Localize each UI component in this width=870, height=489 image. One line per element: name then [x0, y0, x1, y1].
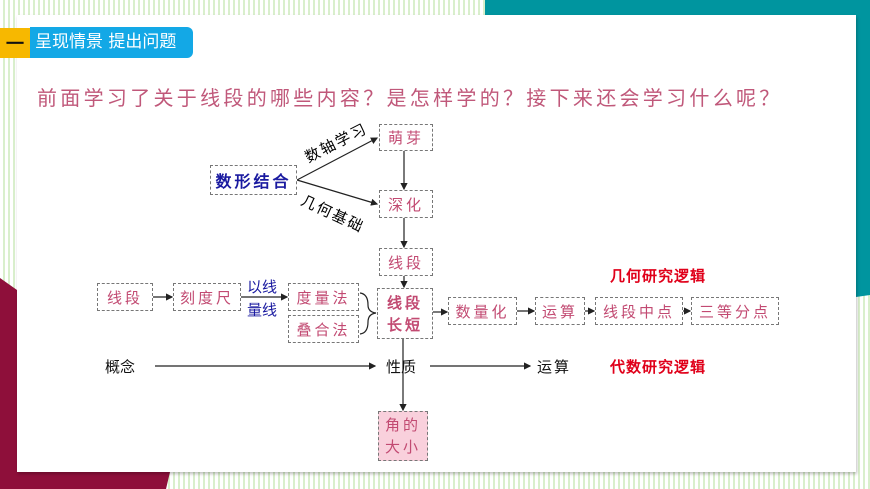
jiao-line1: 角的 [384, 416, 421, 434]
label-yunsuan: 运算 [537, 358, 572, 376]
box-xianduan-top: 线段 [379, 248, 433, 276]
section-title: 呈现情景 提出问题 [30, 27, 193, 58]
label-alg-logic: 代数研究逻辑 [610, 358, 707, 376]
box-sandeng: 三等分点 [691, 297, 779, 325]
box-kedu: 刻度尺 [173, 283, 241, 311]
jiao-line2: 大小 [384, 438, 421, 456]
question-text: 前面学习了关于线段的哪些内容？是怎样学的？接下来还会学习什么呢？ [37, 86, 783, 110]
label-xingzhi: 性质 [386, 358, 417, 376]
box-mengya: 萌芽 [379, 124, 433, 151]
label-liangxian: 量线 [247, 301, 278, 319]
label-gainian: 概念 [105, 358, 136, 376]
box-zhongdian: 线段中点 [595, 297, 683, 325]
section-number: 一 [0, 28, 30, 58]
box-shenhua: 深化 [379, 190, 433, 218]
box-yunsuan: 运算 [535, 297, 585, 325]
box-shuxing: 数形结合 [210, 165, 297, 195]
label-yixian: 以线 [247, 278, 278, 296]
changduan-line1: 线段 [386, 293, 423, 312]
box-duliang: 度量法 [288, 283, 359, 311]
box-jiao: 角的 大小 [378, 411, 428, 461]
box-shuliang: 数量化 [448, 297, 517, 325]
box-diehe: 叠合法 [288, 315, 359, 343]
changduan-line2: 长短 [386, 315, 423, 334]
box-changduan: 线段 长短 [377, 288, 433, 339]
label-geo-logic: 几何研究逻辑 [610, 267, 707, 285]
slide-card [17, 15, 856, 472]
box-xianduan-left: 线段 [97, 283, 153, 311]
